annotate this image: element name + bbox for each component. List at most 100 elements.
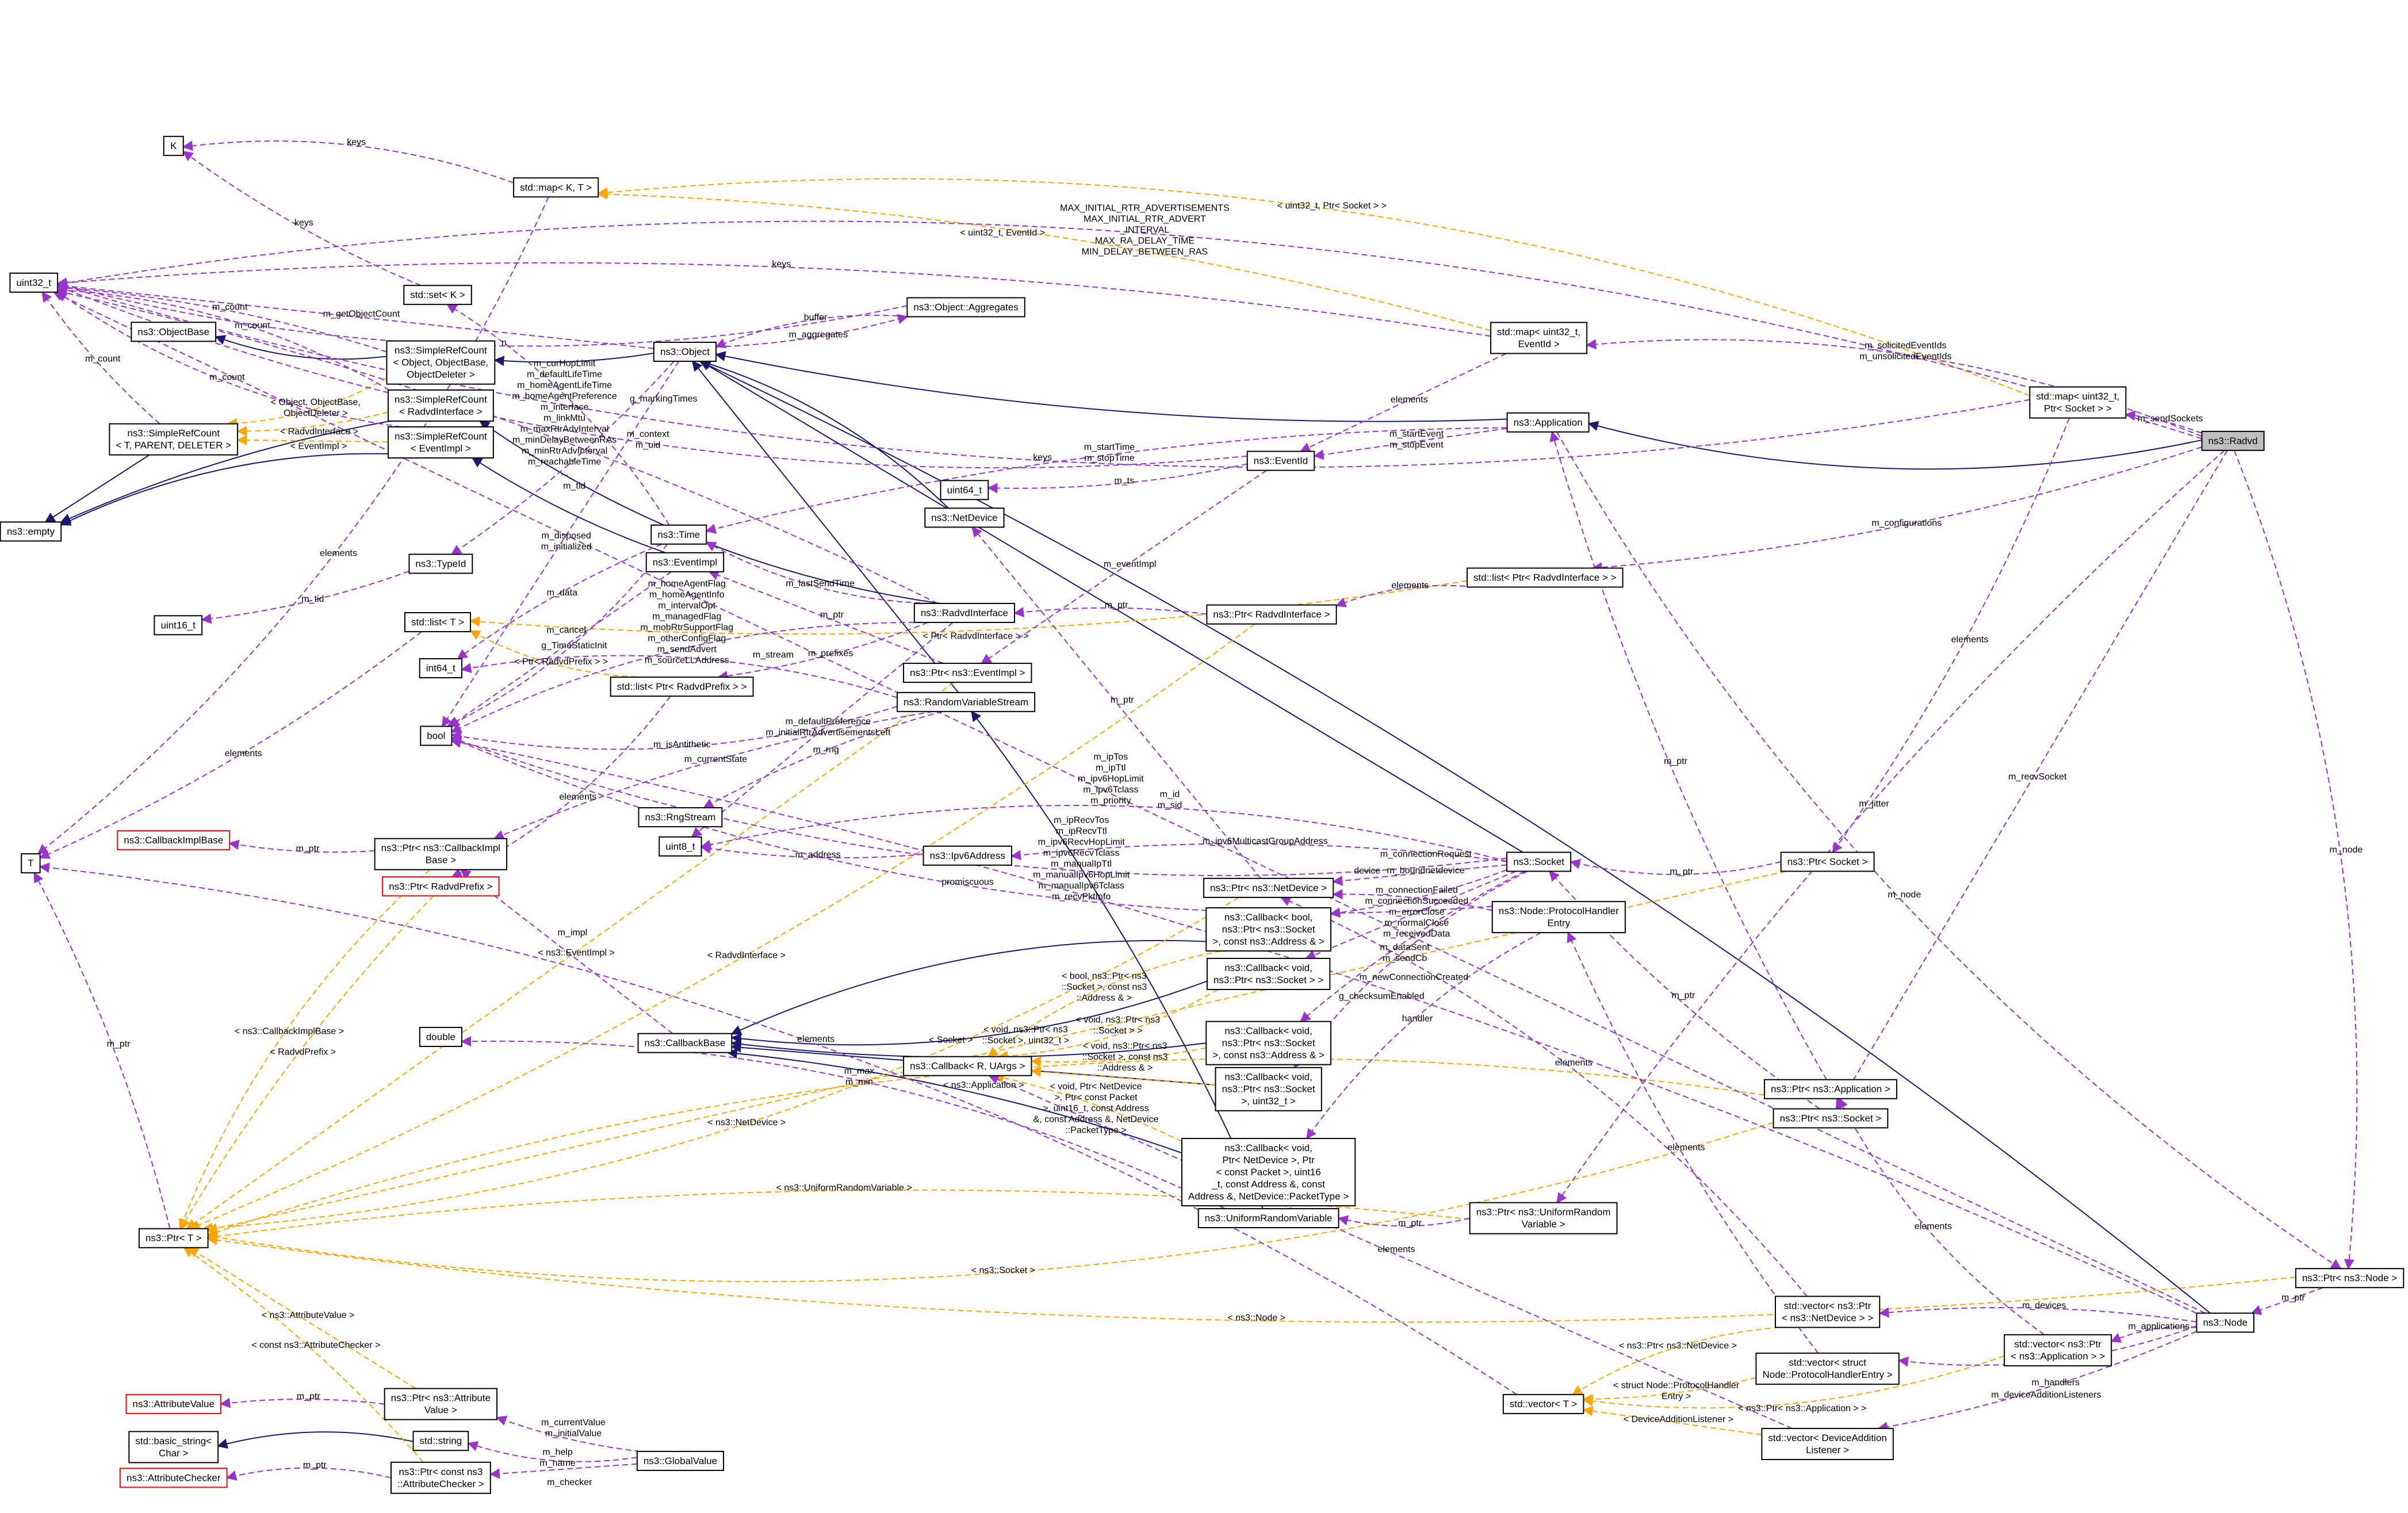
node-label: ns3::Ptr< const ns3::AttributeChecker > (397, 1466, 484, 1489)
edge-label-line: ::Address & > (1097, 1063, 1153, 1073)
node-box (382, 876, 500, 897)
edge-label-line: m_curHopLimit (534, 359, 596, 369)
node-label: ns3::RngStream (645, 812, 716, 823)
class-node-empty[interactable]: ns3::empty (0, 521, 62, 542)
usage-edge-ptrT-to-T (33, 872, 171, 1229)
class-node-urv[interactable]: ns3::UniformRandomVariable (1197, 1208, 1339, 1229)
class-node-u8[interactable]: uint8_t (659, 836, 702, 857)
class-node-src-obj[interactable]: ns3::SimpleRefCount< Object, ObjectBase,… (386, 340, 496, 385)
class-node-rng[interactable]: ns3::RngStream (638, 807, 723, 828)
edge-label: m_cancel (546, 625, 585, 635)
class-node-node[interactable]: ns3::Node (2196, 1312, 2254, 1333)
class-node-attr-val[interactable]: ns3::AttributeValue (125, 1394, 221, 1415)
class-node-set-k[interactable]: std::set< K > (403, 285, 472, 305)
edge-label: m_ptr (296, 844, 320, 854)
usage-edge-listT-to-T (39, 631, 422, 859)
node-box (1502, 1394, 1584, 1415)
class-node-agg[interactable]: ns3::Object::Aggregates (906, 297, 1025, 318)
class-node-src-t[interactable]: ns3::SimpleRefCount< T, PARENT, DELETER … (109, 423, 239, 456)
class-node-ptr-r-p[interactable]: ns3::Ptr< RadvdPrefix > (382, 876, 500, 897)
class-node-ptr-app[interactable]: ns3::Ptr< ns3::Application > (1763, 1079, 1897, 1099)
class-node-attr-chk[interactable]: ns3::AttributeChecker (119, 1468, 228, 1488)
edge-label-line: m_ipRecvTtl (1056, 826, 1107, 836)
class-node-ptr-sock[interactable]: ns3::Ptr< Socket > (1780, 851, 1875, 872)
class-node-vec-n-d[interactable]: std::vector< ns3::Ptr< ns3::NetDevice > … (1774, 1296, 1881, 1328)
class-node-time[interactable]: ns3::Time (650, 524, 707, 545)
node-label-line: ns3::SimpleRefCount (127, 428, 220, 439)
class-node-cb-r-u[interactable]: ns3::Callback< R, UArgs > (903, 1056, 1032, 1076)
usage-edge-radvd-to-ptrNs3Sock (1835, 450, 2228, 1110)
class-node-bool[interactable]: bool (420, 725, 453, 746)
class-node-ptr-a-c[interactable]: ns3::Ptr< const ns3::AttributeChecker > (390, 1461, 491, 1494)
class-node-u64[interactable]: uint64_t (940, 480, 989, 500)
class-node-ipv6[interactable]: ns3::Ipv6Address (922, 845, 1012, 866)
class-node-gv[interactable]: ns3::GlobalValue (636, 1450, 725, 1471)
edge-label: m_ptr (1111, 696, 1135, 705)
class-node-u32[interactable]: uint32_t (9, 272, 59, 293)
class-node-radvd[interactable]: ns3::Radvd (2201, 430, 2265, 451)
class-node-ev-impl[interactable]: ns3::EventImpl (645, 552, 725, 572)
usage-edge-mapEv-to-u32 (56, 262, 1491, 337)
class-node-src-r-i[interactable]: ns3::SimpleRefCount< RadvdInterface > (387, 389, 494, 422)
class-node-ptr-t[interactable]: ns3::Ptr< T > (138, 1228, 209, 1248)
class-node-ptr-e-i[interactable]: ns3::Ptr< ns3::EventImpl > (903, 663, 1032, 683)
class-node-cb-impl[interactable]: ns3::CallbackImplBase (117, 830, 231, 851)
edge-label-line: MAX_RA_DELAY_TIME (1095, 236, 1195, 246)
node-label-line: ns3::AttributeChecker (127, 1472, 221, 1483)
class-node-cb-n-d[interactable]: ns3::Callback< void,Ptr< NetDevice >, Pt… (1181, 1137, 1356, 1206)
class-node-vec-t[interactable]: std::vector< T > (1502, 1394, 1584, 1415)
class-node-map-ev[interactable]: std::map< uint32_t,EventId > (1490, 322, 1588, 354)
class-node-i64[interactable]: int64_t (419, 658, 463, 679)
class-node--t[interactable]: T (21, 853, 41, 874)
class-node-map-k-t[interactable]: std::map< K, T > (513, 177, 599, 198)
class-node-u16[interactable]: uint16_t (154, 615, 203, 636)
edge-label-line: m_node (1888, 890, 1921, 900)
class-node-obj-base[interactable]: ns3::ObjectBase (131, 322, 217, 342)
node-label-line: >, uint32_t > (1241, 1096, 1296, 1107)
usage-edge-evId-to-u64 (987, 463, 1247, 494)
class-node-map-sock[interactable]: std::map< uint32_t,Ptr< Socket > > (2029, 386, 2127, 419)
edge-label-line: m_ptr (1664, 757, 1688, 766)
node-label: std::list< Ptr< RadvdPrefix > > (617, 681, 747, 692)
class-node-radvd-if[interactable]: ns3::RadvdInterface (913, 602, 1016, 623)
usage-edge-node-to-bool (450, 738, 2197, 1314)
class-node-src-e-i[interactable]: ns3::SimpleRefCount< EventImpl > (387, 426, 494, 459)
class-node-list-p-r-p[interactable]: std::list< Ptr< RadvdPrefix > > (610, 677, 754, 697)
class-node-ptr-node[interactable]: ns3::Ptr< ns3::Node > (2295, 1268, 2405, 1289)
class-node-net-dev[interactable]: ns3::NetDevice (924, 507, 1005, 528)
class-node-app[interactable]: ns3::Application (1506, 412, 1590, 433)
class-node-socket[interactable]: ns3::Socket (1506, 851, 1572, 872)
class-node-type-id[interactable]: ns3::TypeId (408, 553, 473, 574)
node-label: ns3::Ipv6Address (930, 850, 1005, 861)
class-node-list-p-r-i[interactable]: std::list< Ptr< RadvdInterface > > (1467, 567, 1624, 588)
edge-label: < ns3::AttributeValue > (262, 1310, 355, 1320)
node-label: std::vector< ns3::Ptr< ns3::Application … (2011, 1339, 2105, 1362)
class-node-list-t[interactable]: std::list< T > (404, 612, 472, 632)
edge-label: handler (1402, 1014, 1433, 1024)
class-node-vec-app[interactable]: std::vector< ns3::Ptr< ns3::Application … (2004, 1334, 2112, 1367)
class-node-cb-void-s[interactable]: ns3::Callback< void,ns3::Ptr< ns3::Socke… (1206, 957, 1331, 990)
class-node-str[interactable]: std::string (412, 1431, 469, 1451)
edge-label-line: m_address (795, 850, 841, 859)
class-node-obj[interactable]: ns3::Object (653, 341, 717, 362)
class-node-dbl[interactable]: double (419, 1026, 462, 1047)
class-node-rvs[interactable]: ns3::RandomVariableStream (897, 691, 1036, 712)
class-node-ptr-r-i[interactable]: ns3::Ptr< RadvdInterface > (1206, 604, 1337, 625)
class-node-ptr-ns3-sock[interactable]: ns3::Ptr< ns3::Socket > (1772, 1108, 1889, 1129)
class-node-cb-base[interactable]: ns3::CallbackBase (637, 1033, 733, 1053)
class-node-ptr-n-d[interactable]: ns3::Ptr< ns3::NetDevice > (1203, 877, 1334, 898)
class-node-cb-void-s-u[interactable]: ns3::Callback< void,ns3::Ptr< ns3::Socke… (1215, 1067, 1322, 1111)
class-node-basic-str[interactable]: std::basic_string<Char > (128, 1431, 219, 1464)
class-node--k[interactable]: K (163, 136, 184, 156)
usage-edge-app-to-time (705, 427, 1507, 534)
edge-label: m_applications (2128, 1322, 2190, 1332)
class-node-cb-void-s-a[interactable]: ns3::Callback< void,ns3::Ptr< ns3::Socke… (1205, 1021, 1332, 1065)
class-node-cb-bool[interactable]: ns3::Callback< bool,ns3::Ptr< ns3::Socke… (1205, 907, 1332, 952)
class-node-ev-id[interactable]: ns3::EventId (1246, 450, 1315, 471)
